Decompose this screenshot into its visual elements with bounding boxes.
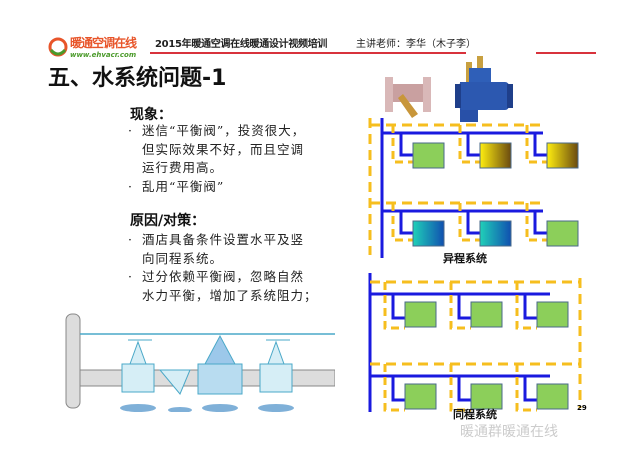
return-pipe [383, 282, 405, 330]
line: 过分依赖平衡阀，忽略自然 [142, 269, 305, 284]
header-divider [150, 52, 466, 54]
return-pipe [449, 364, 471, 412]
supply-pipe [523, 376, 537, 402]
control-valve-photo [455, 56, 513, 110]
terminal-unit [546, 142, 579, 169]
logo-icon [48, 37, 68, 57]
cause-heading: 原因/对策： [130, 213, 206, 229]
logo-url: www.ehvacr.com [70, 51, 137, 59]
reverse-return-label: 异程系统 [443, 252, 487, 265]
direct-return-system [368, 273, 582, 412]
line: 但实际效果不好，而且空调 [142, 141, 305, 157]
line: 向同程系统。 [142, 250, 224, 266]
terminal-unit [470, 383, 503, 410]
return-pipe [383, 364, 405, 412]
terminal-unit [404, 383, 437, 410]
supply-pipe [533, 211, 547, 235]
supply-pipe [466, 133, 480, 157]
supply-pipe [399, 133, 413, 157]
header-teacher: 主讲老师：李华（木子李） [356, 39, 476, 50]
terminal-unit [479, 220, 512, 247]
supply-pipe [533, 133, 547, 157]
supply-pipe [457, 376, 471, 402]
terminal-unit [479, 142, 512, 169]
logo-text: 暖通空调在线 [70, 36, 137, 50]
line: 乱用“平衡阀” [142, 178, 225, 194]
supply-pipe [523, 294, 537, 320]
watermark: 暖通群暖通在线 [460, 424, 558, 440]
line: 运行费用高。 [142, 160, 224, 175]
supply-pipe [391, 294, 405, 320]
page-title: 五、水系统问题-1 [48, 66, 227, 91]
terminal-unit [404, 301, 437, 328]
return-pipe [515, 364, 537, 412]
terminal-unit [536, 301, 569, 328]
supply-pipe [391, 376, 405, 402]
logo: 暖通空调在线 www.ehvacr.com [48, 34, 148, 64]
return-pipe [449, 282, 471, 330]
supply-pipe [399, 211, 413, 235]
terminal-unit [470, 301, 503, 328]
line: 水力平衡，增加了系统阻力； [142, 287, 318, 303]
bullet: 乱用“平衡阀” [128, 178, 368, 197]
return-pipe [515, 282, 537, 330]
terminal-unit [536, 383, 569, 410]
water-system-diagram [368, 118, 582, 412]
line: 酒店具备条件设置水平及竖 [142, 232, 305, 247]
supply-pipe [457, 294, 471, 320]
header-title: 2015年暖通空调在线暖通设计视频培训 [155, 39, 328, 50]
terminal-unit [412, 142, 445, 169]
reverse-return-system [368, 118, 579, 258]
direct-return-label: 同程系统 [453, 408, 497, 421]
line: 迷信“平衡阀”，投资很大， [142, 123, 306, 138]
supply-pipe [466, 211, 480, 235]
header-divider-right [536, 52, 596, 54]
valve-assembly-diagram [65, 313, 335, 412]
terminal-unit [546, 220, 579, 247]
page-number: 29 [577, 404, 587, 412]
terminal-unit [412, 220, 445, 247]
phenomenon-heading: 现象： [130, 107, 172, 123]
